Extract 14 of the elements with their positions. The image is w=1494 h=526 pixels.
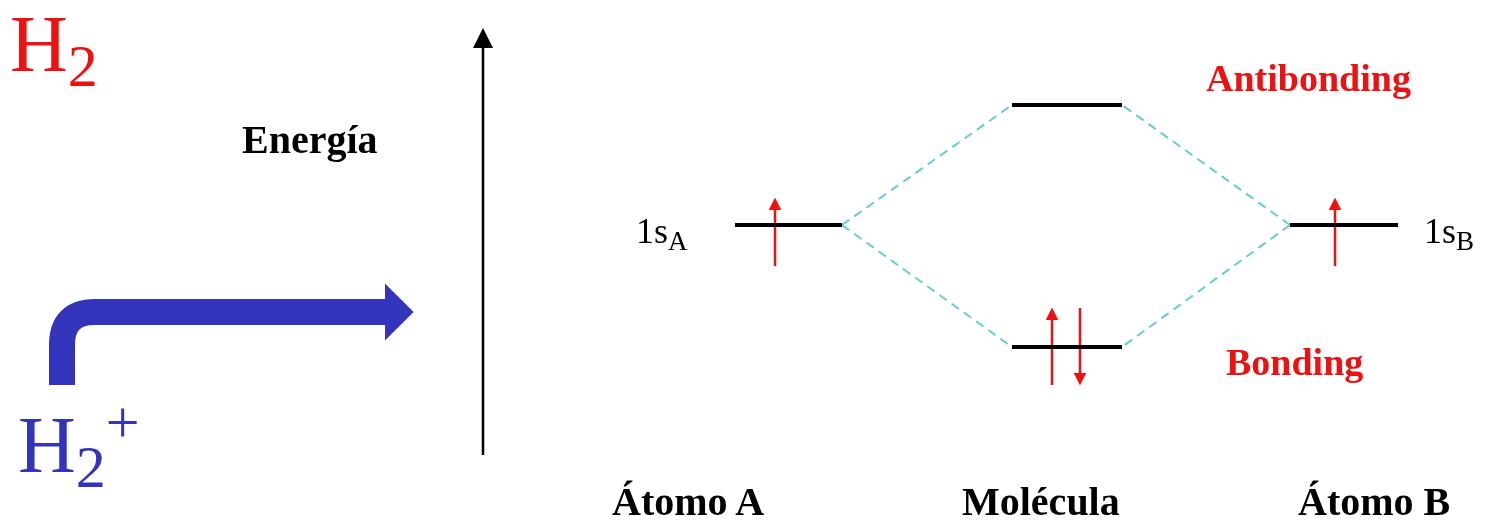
column-label: Molécula xyxy=(962,478,1120,526)
column-label: Átomo A xyxy=(612,478,765,526)
level-label: 1s$_{B}$ xyxy=(1424,210,1475,258)
dashed-line xyxy=(1121,104,1291,226)
molecule-label: H$_{2}$ xyxy=(10,4,98,84)
level-label: Antibonding xyxy=(1206,56,1411,101)
axis-label: Energía xyxy=(242,116,378,164)
level-label: Bonding xyxy=(1226,340,1364,385)
level-label: 1s$_{A}$ xyxy=(636,210,688,258)
energy-level xyxy=(1012,345,1122,349)
energy-level xyxy=(735,223,842,227)
energy-level xyxy=(1012,103,1122,107)
column-label: Átomo B xyxy=(1298,478,1451,526)
energy-level xyxy=(1290,223,1398,227)
